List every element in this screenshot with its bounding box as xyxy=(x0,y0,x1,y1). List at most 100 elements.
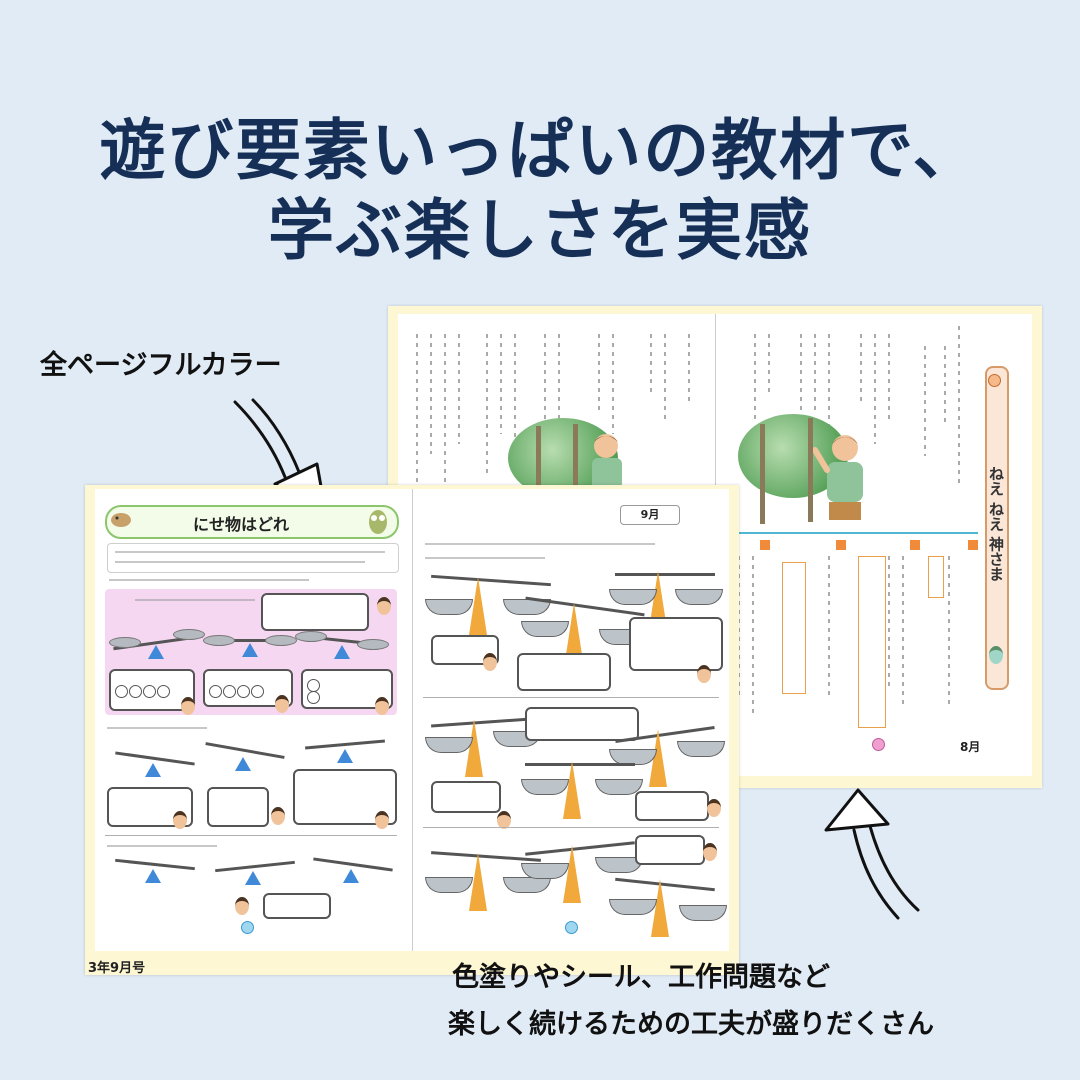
balance-scale-pan xyxy=(265,635,297,646)
balance-scale-stand xyxy=(565,603,583,661)
text-column xyxy=(688,334,690,404)
text-column xyxy=(768,334,770,394)
text-column xyxy=(874,334,876,444)
text-column xyxy=(500,334,502,434)
text-column xyxy=(444,334,446,504)
answer-box xyxy=(858,556,886,728)
balance-scale-beam xyxy=(205,639,295,642)
character-icon xyxy=(375,811,389,829)
text-column xyxy=(558,334,560,454)
section-divider xyxy=(105,835,397,836)
issue-label: 3年9月号 xyxy=(88,961,146,976)
coin-circle xyxy=(157,685,170,698)
text-column xyxy=(828,556,830,696)
section-divider xyxy=(423,697,719,698)
character-icon xyxy=(989,646,1003,664)
text-column xyxy=(752,556,754,716)
text-column xyxy=(902,556,904,706)
balance-scale-stand xyxy=(563,761,581,819)
answer-box xyxy=(928,556,944,598)
text-column xyxy=(944,346,946,426)
coin-circle xyxy=(143,685,156,698)
text-column xyxy=(430,334,432,454)
text-line xyxy=(135,599,255,601)
page-number-badge xyxy=(565,921,578,934)
text-column xyxy=(814,334,816,414)
speech-bubble xyxy=(261,593,369,631)
page-number-badge xyxy=(872,738,885,751)
coin-circle xyxy=(307,691,320,704)
question-number-3 xyxy=(836,540,846,550)
question-number-2 xyxy=(910,540,920,550)
text-column xyxy=(598,334,600,414)
balance-scale-pan xyxy=(203,635,235,646)
animal-icon xyxy=(111,513,131,527)
text-column xyxy=(754,334,756,424)
title-badge-icon xyxy=(988,374,1001,387)
answer-bubble xyxy=(431,781,501,813)
balance-scale-stand xyxy=(469,577,487,635)
character-icon xyxy=(703,843,717,861)
balance-scale-pan xyxy=(173,629,205,640)
text-column xyxy=(650,334,652,394)
balance-scale-base xyxy=(145,869,161,883)
answer-bubble xyxy=(635,835,705,865)
text-line xyxy=(107,727,207,729)
balance-scale-base xyxy=(148,645,164,659)
story-title: ねえ ねえ 神さま xyxy=(987,466,1005,582)
question-number-1 xyxy=(968,540,978,550)
tree-trunk xyxy=(573,424,578,504)
story-title-box xyxy=(985,366,1009,690)
balance-scale-base xyxy=(245,871,261,885)
character-icon xyxy=(697,665,711,683)
balance-scale-pan xyxy=(109,637,141,648)
text-line xyxy=(425,557,545,559)
coin-circle xyxy=(251,685,264,698)
month-tag: 9月 xyxy=(620,505,680,525)
answer-bubble xyxy=(517,653,611,691)
text-column xyxy=(544,334,546,424)
balance-scale-base xyxy=(235,757,251,771)
front-spread-fold xyxy=(412,489,413,951)
text-column xyxy=(800,334,802,444)
text-column xyxy=(612,334,614,434)
coin-circle xyxy=(115,685,128,698)
text-line xyxy=(425,543,655,545)
balance-scale-stand xyxy=(649,729,667,787)
character-icon xyxy=(275,695,289,713)
front-spread-page: にせ物はどれ xyxy=(85,485,739,975)
balance-scale-base xyxy=(343,869,359,883)
text-column xyxy=(958,326,960,486)
text-column xyxy=(888,334,890,424)
character-icon xyxy=(375,697,389,715)
character-icon xyxy=(173,811,187,829)
question-number-4 xyxy=(760,540,770,550)
boy-illustration xyxy=(813,435,863,520)
character-icon xyxy=(707,799,721,817)
owl-icon xyxy=(369,510,387,534)
text-column xyxy=(664,334,666,424)
caption-line-2: 楽しく続けるための工夫が盛りだくさん xyxy=(448,1009,934,1040)
full-color-label: 全ページフルカラー xyxy=(40,350,282,381)
text-column xyxy=(888,556,890,686)
section-divider xyxy=(423,827,719,828)
text-column xyxy=(948,556,950,706)
balance-scale-pan xyxy=(357,639,389,650)
text-column xyxy=(416,334,418,484)
worksheet-title: にせ物はどれ xyxy=(193,515,290,534)
character-icon xyxy=(271,807,285,825)
headline-line-2: 学ぶ楽しさを実感 xyxy=(268,192,812,269)
balance-scale-stand xyxy=(469,853,487,911)
worksheet-title-banner xyxy=(105,505,399,539)
coin-circle xyxy=(129,685,142,698)
text-line xyxy=(109,579,309,581)
balance-scale-base xyxy=(242,643,258,657)
worksheet-intro-box xyxy=(107,543,399,573)
balance-scale-stand xyxy=(651,879,669,937)
answer-box xyxy=(782,562,806,694)
balance-scale-base xyxy=(337,749,353,763)
tree-trunk xyxy=(536,426,541,506)
balance-scale-pan xyxy=(295,631,327,642)
balance-scale-base xyxy=(334,645,350,659)
